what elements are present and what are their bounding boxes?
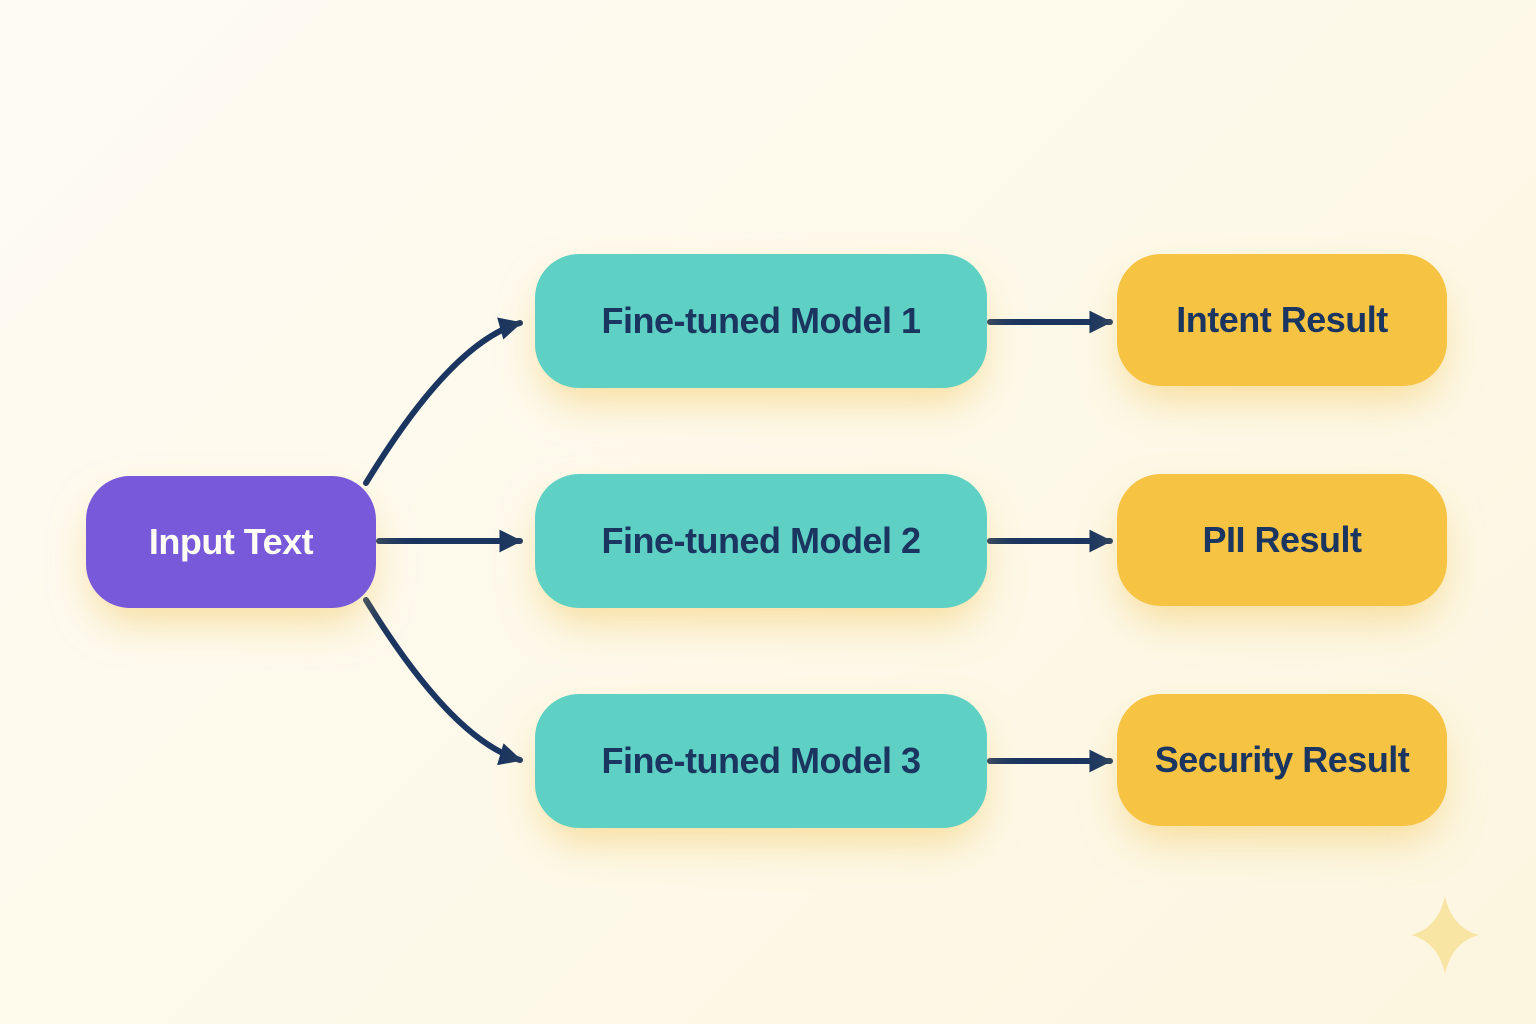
node-intent-result-label: Intent Result <box>1176 299 1388 340</box>
edge-input-to-model1 <box>363 317 523 486</box>
node-fine-tuned-model-1: Fine-tuned Model 1 <box>535 254 987 388</box>
node-fine-tuned-model-3: Fine-tuned Model 3 <box>535 694 987 828</box>
node-pii-result-label: PII Result <box>1202 519 1362 560</box>
node-fine-tuned-model-2-label: Fine-tuned Model 2 <box>601 520 922 561</box>
node-security-result: Security Result <box>1117 694 1447 826</box>
node-fine-tuned-model-1-label: Fine-tuned Model 1 <box>601 300 922 341</box>
node-pii-result: PII Result <box>1117 474 1447 606</box>
node-fine-tuned-model-3-label: Fine-tuned Model 3 <box>601 740 922 781</box>
node-input-text: Input Text <box>86 476 376 608</box>
node-intent-result: Intent Result <box>1117 254 1447 386</box>
sparkle-icon <box>1411 896 1479 974</box>
node-security-result-label: Security Result <box>1154 739 1410 780</box>
sparkle-icon-shape <box>1411 896 1479 974</box>
node-fine-tuned-model-2: Fine-tuned Model 2 <box>535 474 987 608</box>
edge-input-to-model3 <box>363 597 523 766</box>
node-input-text-label: Input Text <box>148 521 314 562</box>
